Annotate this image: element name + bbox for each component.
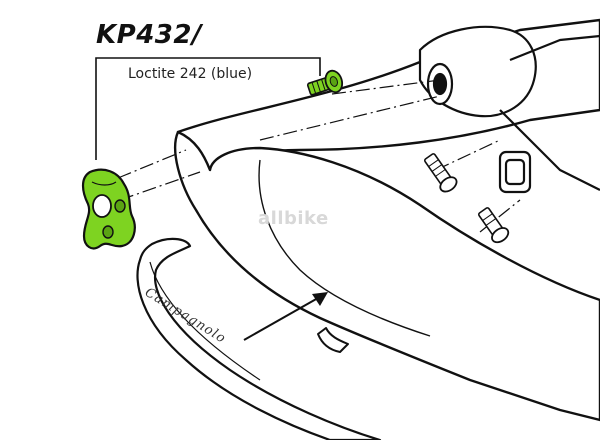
chainstay-protector bbox=[136, 237, 382, 440]
alignment-lines bbox=[117, 79, 521, 233]
seat-cluster bbox=[418, 25, 600, 194]
derailleur-hanger-icon bbox=[81, 168, 136, 250]
screw-icon bbox=[306, 69, 344, 96]
watermark-logo: allbike bbox=[258, 208, 329, 229]
bolt-icon bbox=[423, 153, 510, 244]
loctite-note: Loctite 242 (blue) bbox=[128, 66, 253, 82]
part-number-title: KP432/ bbox=[96, 20, 202, 50]
direction-arrow bbox=[243, 292, 328, 341]
chainstay-detail bbox=[317, 327, 349, 353]
callout-bracket bbox=[95, 57, 321, 160]
